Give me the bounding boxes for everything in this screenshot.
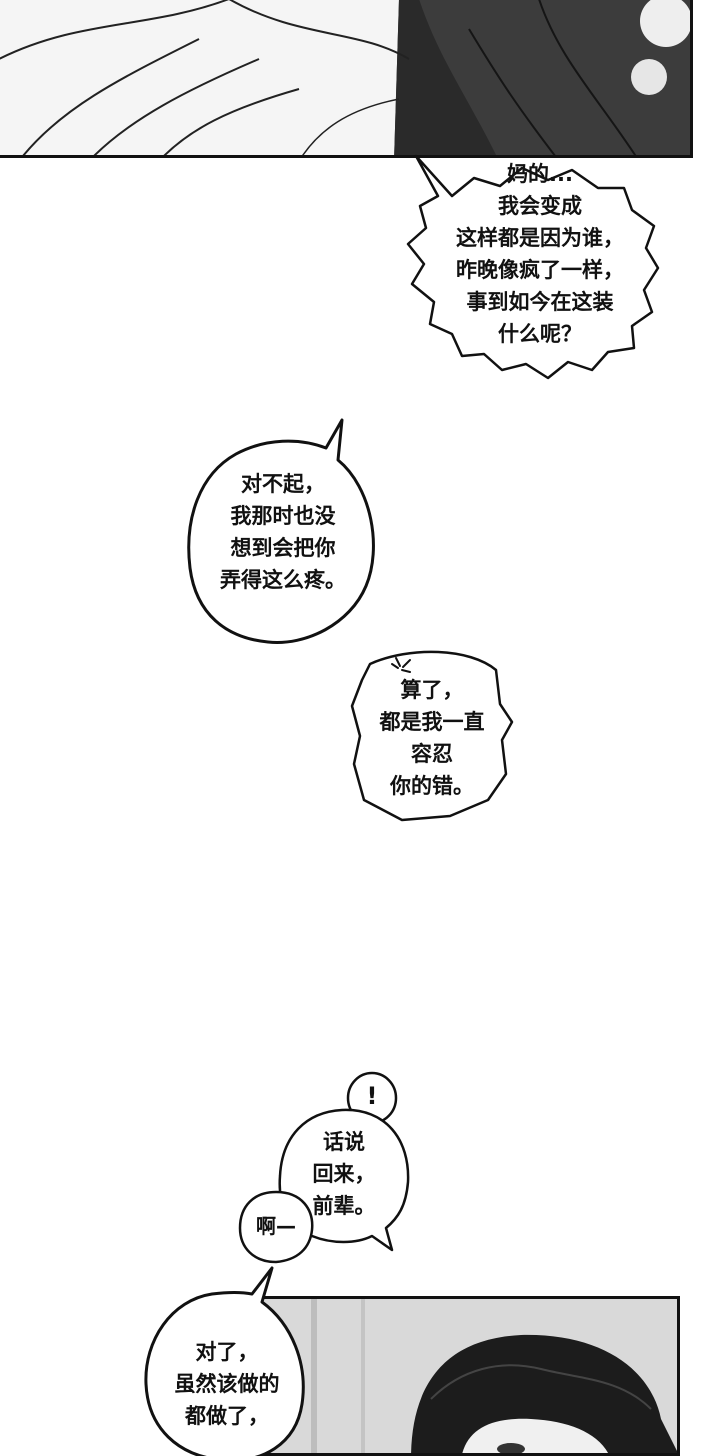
speech-bubble-1: 妈的... 我会变成 这样都是因为谁， 昨晚像疯了一样， 事到如今在这装 什么呢…: [402, 148, 660, 380]
small-round-bubble-outline: [238, 1190, 314, 1264]
speech-bubble-7: 对了， 虽然该做的 都做了，: [142, 1264, 312, 1456]
bottom-panel: [258, 1296, 680, 1456]
speech-bubble-6: 啊—: [236, 1188, 316, 1268]
round-bubble-outline: [187, 418, 375, 644]
bubble-7-text: 对了， 虽然该做的 都做了，: [174, 1340, 280, 1428]
anger-mark-icon: [388, 656, 414, 686]
bubble-3-text: 算了， 都是我一直 容忍 你的错。: [379, 678, 485, 798]
bubble-6-text: 啊—: [256, 1214, 296, 1238]
top-panel-art: [0, 0, 690, 155]
speech-bubble-5: 话说 回来， 前辈。: [276, 1106, 412, 1252]
speech-bubble-3: 算了， 都是我一直 容忍 你的错。: [350, 644, 514, 822]
bubble-2-text: 对不起， 我那时也没 想到会把你 弄得这么疼。: [220, 472, 346, 592]
bubble-5-text: 话说 回来， 前辈。: [312, 1130, 376, 1218]
spiky-bubble-outline: [406, 154, 660, 380]
bubble-1-text: 妈的... 我会变成 这样都是因为谁， 昨晚像疯了一样， 事到如今在这装 什么呢…: [456, 162, 624, 346]
bubble-4-text: !: [366, 1082, 378, 1110]
jagged-bubble-outline: [350, 650, 514, 822]
top-panel: [0, 0, 693, 158]
character-art: [261, 1299, 677, 1453]
speech-bubble-2: 对不起， 我那时也没 想到会把你 弄得这么疼。: [186, 418, 380, 646]
